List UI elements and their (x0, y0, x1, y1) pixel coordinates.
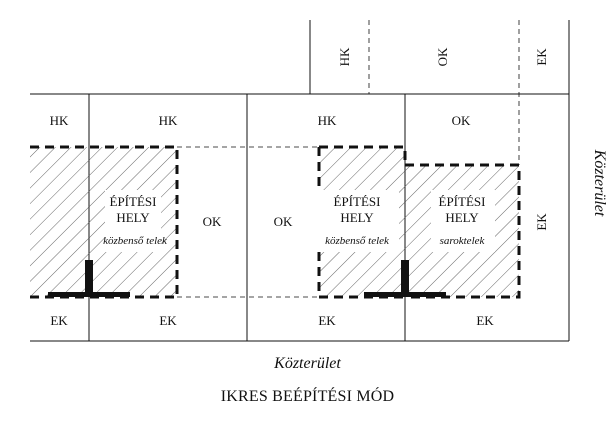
diagram-title: IKRES BEÉPÍTÉSI MÓD (220, 388, 395, 405)
zone-label-hk-1: HK (50, 113, 69, 128)
zone-label-hk-3: HK (318, 113, 337, 128)
zone-label-ok-lot2: OK (203, 214, 222, 229)
zone-label-top-ek: EK (534, 48, 549, 66)
street-label-right: Közterület (591, 149, 608, 217)
lot1-label-line1: ÉPÍTÉSI (110, 194, 157, 209)
lot1-label-line2: HELY (116, 210, 150, 225)
street-label-bottom: Közterület (274, 355, 341, 372)
zone-label-ek-4: EK (476, 313, 494, 328)
zone-label-hk-2: HK (159, 113, 178, 128)
zone-label-top-hk: HK (337, 47, 352, 66)
zone-label-corner-ek: EK (534, 213, 549, 231)
zone-label-ek-2: EK (159, 313, 177, 328)
lot3-label-line1: ÉPÍTÉSI (334, 194, 381, 209)
lot4-label-line1: ÉPÍTÉSI (439, 194, 486, 209)
setback-lines (177, 20, 520, 298)
label-backgrounds (105, 190, 495, 252)
zone-label-ok-4: OK (452, 113, 471, 128)
lot1-label-line3: közbenső telek (103, 235, 168, 247)
lot4-label-line2: HELY (445, 210, 479, 225)
zone-label-ek-1: EK (50, 313, 68, 328)
lot4-label-line3: saroktelek (440, 235, 486, 247)
zone-label-top-ok: OK (435, 47, 450, 66)
lot3-label-line2: HELY (340, 210, 374, 225)
zone-label-ok-lot3: OK (274, 214, 293, 229)
lot3-label-line3: közbenső telek (325, 235, 390, 247)
zone-label-ek-3: EK (318, 313, 336, 328)
party-wall-lot3-4 (364, 260, 446, 297)
party-wall-lot1-2 (48, 260, 130, 297)
